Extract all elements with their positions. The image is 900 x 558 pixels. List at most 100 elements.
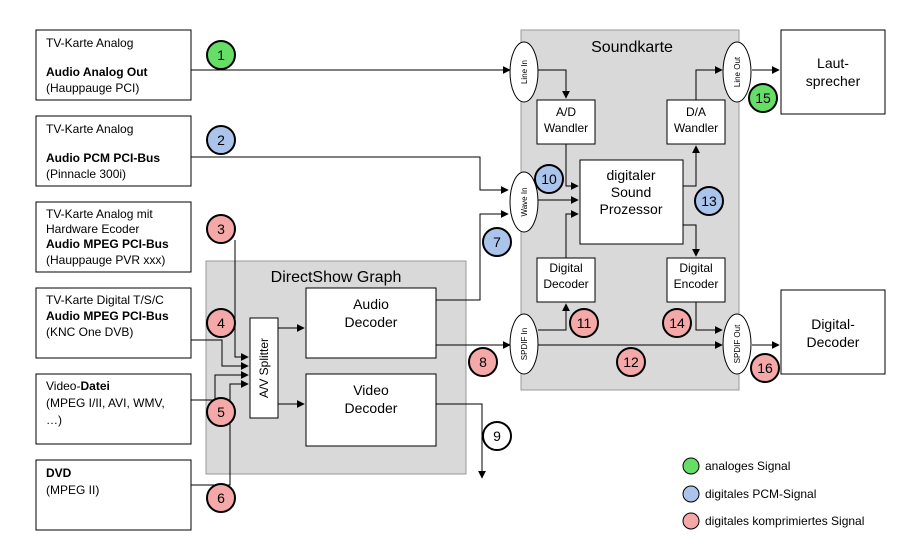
svg-text:(MPEG II): (MPEG II) — [46, 483, 99, 497]
legend: analoges Signal digitales PCM-Signal dig… — [682, 457, 864, 530]
marker-label: 10 — [541, 171, 557, 187]
legend-swatch-pcm — [682, 485, 700, 503]
marker-9: 9 — [482, 421, 512, 451]
source-box-6: DVD (MPEG II) — [35, 459, 192, 531]
svg-text:sprecher: sprecher — [806, 73, 861, 89]
marker-13: 13 — [694, 186, 724, 216]
source-box-1: TV-Karte Analog Audio Analog Out (Hauppa… — [35, 29, 192, 101]
legend-label-pcm: digitales PCM-Signal — [705, 487, 816, 501]
source-box-2: TV-Karte Analog Audio PCM PCI-Bus (Pinna… — [35, 115, 192, 187]
svg-text:Encoder: Encoder — [674, 277, 719, 291]
soundcard-title: Soundkarte — [591, 39, 673, 56]
legend-swatch-compressed — [682, 512, 700, 530]
svg-text:SPDIF In: SPDIF In — [520, 328, 529, 360]
source-box-5: Video-Datei (MPEG I/II, AVI, WMV, …) — [35, 373, 192, 445]
port-spdif-in: SPDIF In — [509, 313, 539, 375]
marker-10: 10 — [534, 164, 564, 194]
svg-text:Video: Video — [353, 382, 389, 398]
svg-text:Audio MPEG PCI-Bus: Audio MPEG PCI-Bus — [46, 309, 169, 323]
svg-text:Audio: Audio — [353, 296, 389, 312]
svg-text:Prozessor: Prozessor — [599, 201, 662, 217]
marker-label: 15 — [755, 90, 771, 106]
svg-text:TV-Karte Analog: TV-Karte Analog — [46, 36, 133, 50]
marker-12: 12 — [616, 347, 646, 377]
ad-converter: A/D Wandler — [536, 99, 596, 145]
marker-label: 8 — [479, 354, 487, 370]
svg-text:Audio PCM PCI-Bus: Audio PCM PCI-Bus — [46, 151, 160, 165]
svg-text:Wandler: Wandler — [674, 121, 718, 135]
svg-text:digitaler: digitaler — [606, 167, 655, 183]
digital-decoder-internal: Digital Decoder — [536, 257, 596, 303]
port-wave-in: Wave In — [509, 171, 539, 233]
marker-2: 2 — [206, 125, 236, 155]
marker-label: 9 — [493, 428, 501, 444]
svg-text:Video-Datei: Video-Datei — [46, 379, 110, 393]
legend-swatch-analog — [682, 457, 700, 475]
svg-text:Decoder: Decoder — [345, 400, 398, 416]
svg-text:Line In: Line In — [520, 60, 529, 84]
svg-text:SPDIF Out: SPDIF Out — [733, 324, 742, 363]
digital-encoder: Digital Encoder — [666, 257, 726, 303]
svg-text:Audio MPEG PCI-Bus: Audio MPEG PCI-Bus — [46, 237, 169, 251]
svg-text:Sound: Sound — [611, 184, 651, 200]
marker-label: 6 — [217, 490, 225, 506]
svg-text:Digital: Digital — [549, 261, 582, 275]
svg-text:Laut-: Laut- — [817, 55, 849, 71]
port-line-out: Line Out — [722, 41, 752, 103]
marker-label: 3 — [217, 221, 225, 237]
svg-text:Line Out: Line Out — [733, 56, 742, 87]
sound-processor: digitaler Sound Prozessor — [579, 159, 684, 245]
marker-label: 1 — [217, 47, 225, 63]
av-splitter: A/V Splitter — [249, 317, 279, 419]
svg-text:A/V Splitter: A/V Splitter — [257, 338, 271, 398]
svg-text:Decoder: Decoder — [807, 334, 860, 350]
marker-label: 2 — [217, 132, 225, 148]
svg-text:(Pinnacle 300i): (Pinnacle 300i) — [46, 167, 126, 181]
marker-label: 12 — [623, 354, 639, 370]
marker-11: 11 — [569, 308, 599, 338]
svg-text:Decoder: Decoder — [543, 277, 588, 291]
svg-text:(Hauppauge PCI): (Hauppauge PCI) — [46, 81, 139, 95]
svg-text:TV-Karte Analog: TV-Karte Analog — [46, 122, 133, 136]
marker-14: 14 — [662, 308, 692, 338]
legend-label-compressed: digitales komprimiertes Signal — [705, 514, 864, 528]
digital-decoder-box: Digital- Decoder — [780, 289, 886, 375]
marker-15: 15 — [748, 83, 778, 113]
audio-decoder: Audio Decoder — [305, 287, 437, 359]
marker-label: 5 — [217, 404, 225, 420]
da-converter: D/A Wandler — [666, 99, 726, 145]
svg-text:Hardware Ecoder: Hardware Ecoder — [46, 222, 139, 236]
marker-label: 16 — [757, 360, 773, 376]
port-line-in: Line In — [509, 41, 539, 103]
svg-text:DVD: DVD — [46, 466, 72, 480]
svg-text:A/D: A/D — [556, 105, 576, 119]
marker-3: 3 — [206, 214, 236, 244]
svg-text:Digital: Digital — [679, 261, 712, 275]
marker-label: 4 — [217, 315, 225, 331]
svg-text:(KNC One DVB): (KNC One DVB) — [46, 325, 133, 339]
svg-text:(Hauppauge PVR xxx): (Hauppauge PVR xxx) — [46, 253, 165, 267]
marker-label: 13 — [701, 193, 717, 209]
svg-text:Digital-: Digital- — [811, 316, 855, 332]
marker-6: 6 — [206, 483, 236, 513]
marker-label: 14 — [669, 315, 685, 331]
marker-16: 16 — [750, 353, 780, 383]
marker-label: 11 — [577, 315, 592, 331]
marker-5: 5 — [206, 397, 236, 427]
marker-7: 7 — [482, 227, 512, 257]
svg-text:TV-Karte Analog mit: TV-Karte Analog mit — [46, 207, 153, 221]
svg-text:…): …) — [46, 413, 62, 427]
svg-text:D/A: D/A — [686, 105, 706, 119]
port-spdif-out: SPDIF Out — [722, 313, 752, 375]
speaker-box: Laut- sprecher — [780, 29, 886, 115]
svg-text:(MPEG I/II, AVI, WMV,: (MPEG I/II, AVI, WMV, — [46, 396, 165, 410]
marker-4: 4 — [206, 308, 236, 338]
svg-text:Decoder: Decoder — [345, 314, 398, 330]
svg-text:Wave In: Wave In — [520, 187, 529, 216]
svg-text:Audio Analog Out: Audio Analog Out — [46, 65, 148, 79]
svg-text:Wandler: Wandler — [544, 121, 588, 135]
marker-label: 7 — [493, 234, 501, 250]
video-decoder: Video Decoder — [305, 373, 437, 447]
